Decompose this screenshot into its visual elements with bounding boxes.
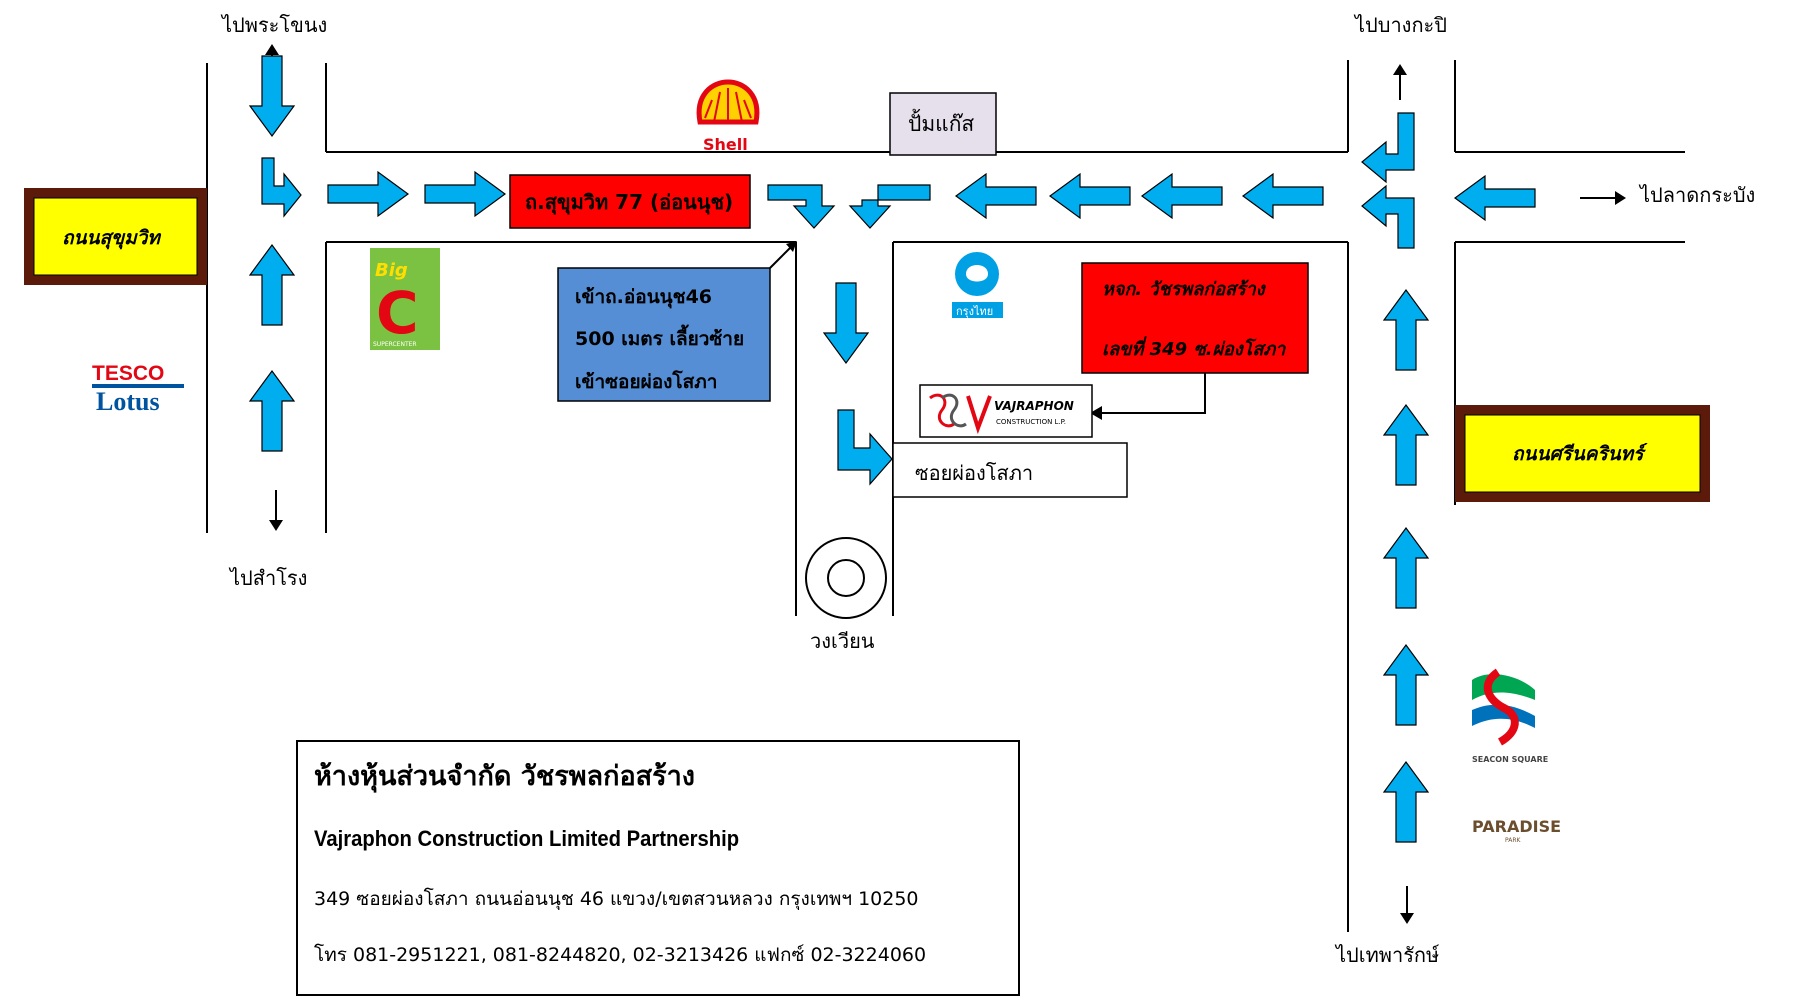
- label-to-bang-kapi: ไปบางกะปิ: [1353, 13, 1447, 37]
- soi-box: [892, 442, 1128, 498]
- roundabout-label: วงเวียน: [810, 629, 875, 653]
- svg-text:TESCO: TESCO: [92, 362, 164, 385]
- svg-text:PARK: PARK: [1505, 837, 1522, 844]
- company-info-box: ห้างหุ้นส่วนจำกัด วัชรพลก่อสร้าง Vajraph…: [296, 740, 1020, 996]
- svg-text:SUPERCENTER: SUPERCENTER: [373, 341, 417, 348]
- label-to-samrong: ไปสำโรง: [228, 566, 307, 590]
- svg-text:SEACON SQUARE: SEACON SQUARE: [1472, 755, 1548, 764]
- company-address: 349 ซอยผ่องโสภา ถนนอ่อนนุช 46 แขวง/เขตสว…: [314, 888, 919, 910]
- direction-line2: 500 เมตร เลี้ยวซ้าย: [575, 324, 744, 350]
- label-to-thepharak: ไปเทพารักษ์: [1334, 943, 1440, 967]
- svg-text:Big: Big: [375, 260, 408, 281]
- roundabout-symbol: [805, 537, 887, 619]
- seacon-logo: SEACON SQUARE: [1472, 668, 1548, 764]
- company-marker-line1: หจก. วัชรพลก่อสร้าง: [1102, 279, 1267, 300]
- svg-text:กรุงไทย: กรุงไทย: [956, 305, 993, 318]
- road-lines: [206, 60, 1685, 932]
- bigc-logo: Big C SUPERCENTER: [370, 248, 440, 350]
- svg-text:C: C: [376, 279, 419, 347]
- svg-text:Lotus: Lotus: [96, 387, 160, 416]
- paradise-logo: PARADISE PARK: [1472, 817, 1561, 844]
- svg-text:PARADISE: PARADISE: [1472, 817, 1561, 836]
- label-to-lat-krabang: ไปลาดกระบัง: [1638, 183, 1755, 207]
- company-thai-name: ห้างหุ้นส่วนจำกัด วัชรพลก่อสร้าง: [314, 761, 695, 792]
- soi-label: ซอยผ่องโสภา: [915, 461, 1033, 485]
- direction-line3: เข้าซอยผ่องโสภา: [575, 370, 717, 393]
- route-arrows: [249, 55, 1536, 843]
- shell-logo: Shell: [696, 79, 760, 154]
- sukhumvit-label: ถนนสุขุมวิท: [62, 227, 162, 250]
- company-marker-line2: เลขที่ 349 ซ.ผ่องโสภา: [1102, 336, 1286, 360]
- direction-line1: เข้าถ.อ่อนนุช46: [575, 286, 712, 309]
- svg-text:CONSTRUCTION L.P.: CONSTRUCTION L.P.: [996, 418, 1066, 426]
- krungthai-logo: กรุงไทย: [950, 248, 1005, 320]
- company-marker-box: [1081, 262, 1309, 374]
- vajraphon-logo: VAJRAPHON CONSTRUCTION L.P.: [919, 384, 1093, 438]
- svg-text:VAJRAPHON: VAJRAPHON: [994, 399, 1074, 413]
- direction-pointer: [769, 241, 797, 269]
- gas-station-box: [889, 92, 997, 156]
- gas-station-label: ปั้มแก๊ส: [908, 109, 974, 136]
- srinakarin-label: ถนนศรีนครินทร์: [1512, 442, 1648, 465]
- company-pointer: [1090, 373, 1206, 420]
- thin-arrows: [265, 44, 1626, 924]
- svg-text:Shell: Shell: [703, 135, 748, 154]
- tesco-lotus-logo: TESCO Lotus: [92, 362, 184, 416]
- sukhumvit77-label: ถ.สุขุมวิท 77 (อ่อนนุช): [525, 190, 733, 215]
- company-phone: โทร 081-2951221, 081-8244820, 02-3213426…: [314, 944, 927, 966]
- direction-box: [557, 267, 771, 402]
- company-english-name: Vajraphon Construction Limited Partnersh…: [314, 826, 740, 851]
- label-to-phra-khanong: ไปพระโขนง: [220, 13, 327, 37]
- sukhumvit77-box: [509, 174, 751, 229]
